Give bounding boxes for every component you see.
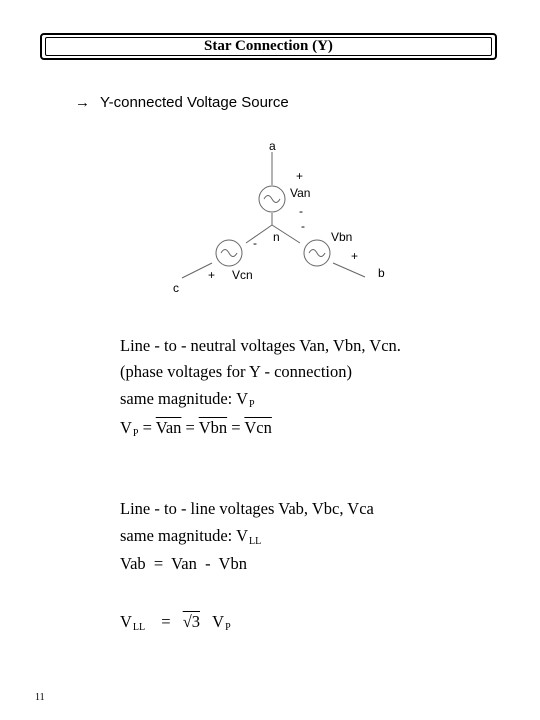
page-number: 11 xyxy=(35,692,45,703)
sqrt-three: √3 xyxy=(182,612,201,631)
node-b-label: b xyxy=(378,266,385,280)
wire-b-inner xyxy=(271,224,301,244)
slide-title-text: Star Connection (Y) xyxy=(204,38,333,54)
source-vcn xyxy=(215,239,243,267)
sine-icon-vcn xyxy=(220,249,238,257)
vcn-plus: + xyxy=(208,268,215,282)
vp-symbol: V xyxy=(212,612,225,631)
equals-sign: = xyxy=(161,612,171,631)
wire-b-outer xyxy=(332,262,366,278)
vll-symbol-subscript: LL xyxy=(132,622,146,633)
node-a-label: a xyxy=(269,139,276,153)
vp-symbol-subscript: P xyxy=(132,428,139,439)
formula-line-to-line: Line - to - line voltages Vab, Vbc, Vca xyxy=(120,499,374,519)
vcn-label: Vcn xyxy=(232,268,253,282)
source-vbn xyxy=(303,239,331,267)
van-plus: + xyxy=(296,169,303,183)
formula-vab: Vab = Van - Vbn xyxy=(120,554,247,574)
formula-same-magnitude-vll: same magnitude: VLL xyxy=(120,526,261,547)
formula-same-magnitude-vll-text: same magnitude: V xyxy=(120,526,249,545)
formula-line-to-line-text: Line - to - line voltages Vab, Vbc, Vca xyxy=(120,499,374,518)
y-source-diagram: a b c n + Van - - Vbn + - + Vcn xyxy=(173,139,385,295)
vbn-plus: + xyxy=(351,249,358,263)
formula-phase-voltages: (phase voltages for Y - connection) xyxy=(120,362,352,382)
sine-icon-van xyxy=(263,195,281,203)
formula-vp-subscript: P xyxy=(249,399,255,410)
equals-sign: = xyxy=(185,418,195,437)
vp-symbol-subscript: P xyxy=(225,622,231,633)
equals-sign: = xyxy=(142,418,152,437)
equals-sign: = xyxy=(231,418,241,437)
formula-same-magnitude-vp: same magnitude: VP xyxy=(120,389,255,410)
formula-vab-text: Vab = Van - Vbn xyxy=(120,554,247,573)
formula-vp-equality: VP = Van = Vbn = Vcn xyxy=(120,418,272,439)
van-label: Van xyxy=(290,186,310,200)
vbn-label: Vbn xyxy=(331,230,352,244)
node-c-label: c xyxy=(173,281,179,295)
subtitle-text: Y-connected Voltage Source xyxy=(100,94,289,111)
formula-line-to-neutral: Line - to - neutral voltages Van, Vbn, V… xyxy=(120,336,401,356)
vbn-phasor: Vbn xyxy=(198,418,228,437)
sine-icon-vbn xyxy=(308,249,326,257)
vll-symbol: V xyxy=(120,612,132,631)
formula-same-magnitude-text: same magnitude: V xyxy=(120,389,249,408)
wire-c-inner xyxy=(245,224,273,244)
formula-phase-voltages-text: (phase voltages for Y - connection) xyxy=(120,362,352,381)
formula-vll-sqrt3: VLL = √3 VP xyxy=(120,612,231,633)
subtitle: → Y-connected Voltage Source xyxy=(75,94,289,111)
wire-c-outer xyxy=(181,262,213,279)
node-n-label: n xyxy=(273,230,280,244)
slide-title: Star Connection (Y) xyxy=(40,33,497,60)
van-minus: - xyxy=(299,204,303,218)
vcn-phasor: Vcn xyxy=(244,418,272,437)
van-phasor: Van xyxy=(155,418,182,437)
formula-line-to-neutral-text: Line - to - neutral voltages Van, Vbn, V… xyxy=(120,336,401,355)
vcn-minus: - xyxy=(253,236,257,250)
vp-symbol: V xyxy=(120,418,132,437)
right-arrow-icon: → xyxy=(75,94,90,111)
source-van xyxy=(258,185,286,213)
formula-vll-subscript: LL xyxy=(249,536,262,547)
vbn-minus: - xyxy=(301,219,305,233)
